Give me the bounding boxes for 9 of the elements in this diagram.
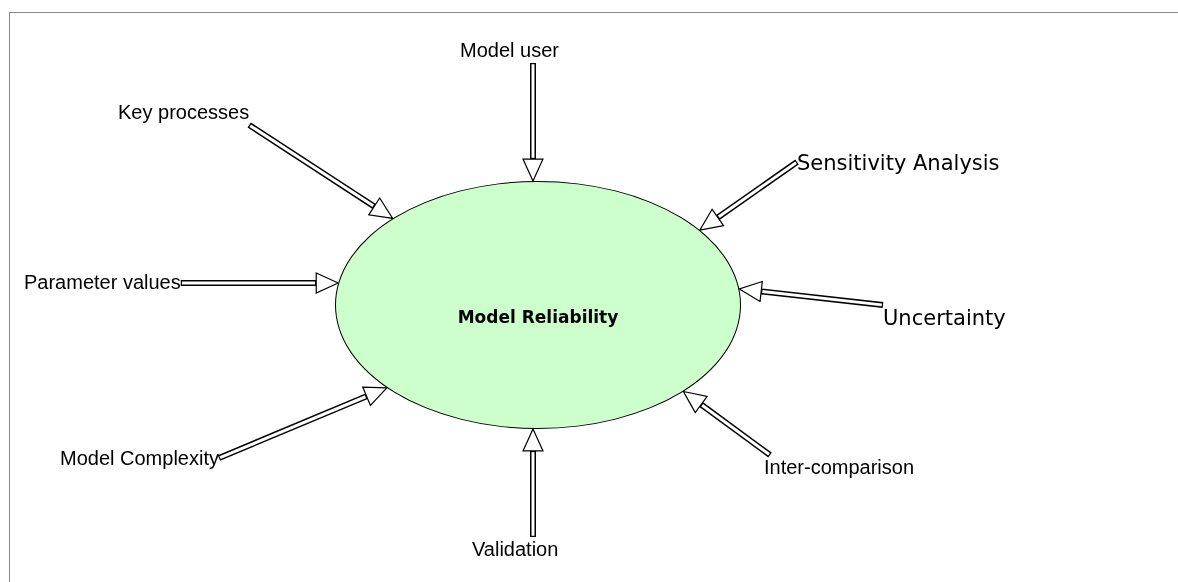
- factor-label: Inter-comparison: [764, 455, 915, 480]
- factor-label: Validation: [472, 537, 559, 562]
- factor-label: Model Complexity: [60, 446, 219, 471]
- factor-label: Key processes: [118, 100, 250, 125]
- factor-label: Parameter values: [24, 270, 181, 295]
- factor-label: Sensitivity Analysis: [797, 150, 1000, 177]
- factor-label: Uncertainty: [883, 305, 1006, 332]
- factor-label: Model user: [460, 38, 559, 63]
- node-title: Model Reliability: [457, 306, 619, 330]
